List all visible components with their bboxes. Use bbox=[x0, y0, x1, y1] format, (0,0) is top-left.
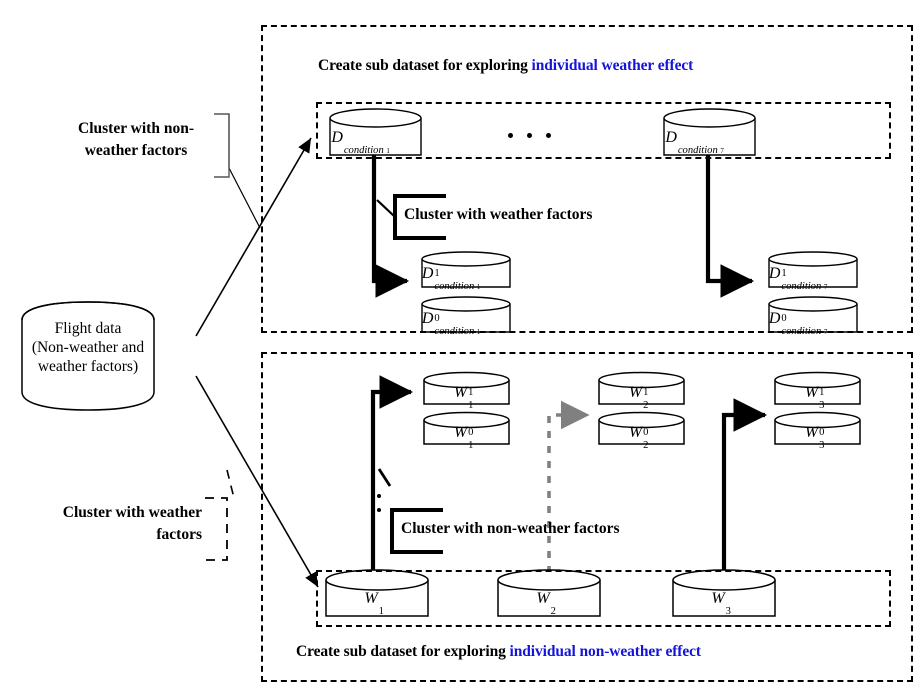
cylinder-shape-w3-1 bbox=[774, 371, 861, 405]
leader-line-bottom-left-callout bbox=[226, 469, 235, 499]
cylinder-shape-d-cond-1-1 bbox=[421, 251, 511, 288]
cylinder-shape-w1-1 bbox=[423, 371, 510, 405]
leader-line-top-inner-callout bbox=[376, 199, 395, 217]
arrow-source-to-w-row bbox=[195, 375, 319, 588]
callout-cluster-non-weather-left: Cluster with non- weather factors bbox=[56, 118, 216, 162]
title-top-blue: individual weather effect bbox=[531, 57, 694, 74]
arrow-source-to-condition bbox=[195, 137, 312, 337]
callout-left-bottom-line-1: Cluster with weather bbox=[62, 504, 202, 521]
flight-data-line-3: weather factors) bbox=[37, 358, 139, 375]
panel-weather-effect-title: Create sub dataset for exploring individ… bbox=[318, 57, 693, 75]
flight-data-label: Flight data (Non-weather and weather fac… bbox=[22, 302, 154, 376]
title-bottom-blue: individual non-weather effect bbox=[509, 643, 702, 660]
callout-left-bottom-line-2: factors bbox=[156, 526, 202, 543]
callout-cluster-non-weather-inner: Cluster with non-weather factors bbox=[401, 520, 620, 537]
title-bottom-black: Create sub dataset for exploring bbox=[296, 643, 510, 660]
bracket-bottom-inner-callout bbox=[390, 508, 443, 554]
cylinder-shape-w2-0 bbox=[598, 411, 685, 445]
cylinder-shape-w1-0 bbox=[423, 411, 510, 445]
cylinder-shape-d-cond-1 bbox=[329, 108, 422, 156]
cylinder-shape-w3 bbox=[672, 569, 776, 617]
panel-non-weather-effect bbox=[261, 352, 913, 682]
cylinder-shape-w2 bbox=[497, 569, 601, 617]
flight-data-node: Flight data (Non-weather and weather fac… bbox=[22, 302, 154, 410]
cylinder-shape-w1 bbox=[325, 569, 429, 617]
vertical-ellipsis bbox=[377, 494, 381, 512]
panel-non-weather-effect-title: Create sub dataset for exploring individ… bbox=[296, 643, 701, 661]
panel-condition-datasets bbox=[316, 102, 891, 159]
callout-left-top-line-2: weather factors bbox=[84, 142, 188, 159]
cylinder-shape-d-cond-7-0 bbox=[768, 296, 858, 333]
leader-line-bottom-inner-callout bbox=[377, 468, 392, 487]
panel-w-datasets bbox=[316, 570, 891, 627]
flight-data-cylinder-shape bbox=[21, 301, 155, 411]
callout-cluster-weather-left: Cluster with weather factors bbox=[42, 502, 202, 546]
bracket-top-inner-callout bbox=[393, 194, 446, 240]
cylinder-shape-d-cond-7 bbox=[663, 108, 756, 156]
horizontal-ellipsis bbox=[508, 133, 551, 138]
cylinder-shape-d-cond-1-0 bbox=[421, 296, 511, 333]
title-top-black: Create sub dataset for exploring bbox=[318, 57, 532, 74]
cylinder-shape-w2-1 bbox=[598, 371, 685, 405]
panel-weather-effect bbox=[261, 25, 913, 333]
flight-data-line-2: (Non-weather and bbox=[31, 339, 145, 356]
bracket-bottom-left-callout bbox=[205, 497, 228, 561]
bracket-top-left-callout bbox=[214, 113, 230, 178]
connector-cond7-to-subsets bbox=[705, 152, 755, 298]
cylinder-shape-w3-0 bbox=[774, 411, 861, 445]
connector-cond1-to-subsets bbox=[371, 150, 410, 298]
callout-left-top-line-1: Cluster with non- bbox=[78, 120, 194, 137]
cylinder-shape-d-cond-7-1 bbox=[768, 251, 858, 288]
connector-w2-to-subsets bbox=[547, 400, 590, 588]
connector-w1-to-subsets bbox=[370, 375, 414, 588]
callout-cluster-weather-inner: Cluster with weather factors bbox=[404, 206, 593, 223]
connector-w3-to-subsets bbox=[721, 398, 768, 588]
flight-data-line-1: Flight data bbox=[54, 320, 122, 337]
leader-line-top-left-callout bbox=[228, 167, 261, 229]
